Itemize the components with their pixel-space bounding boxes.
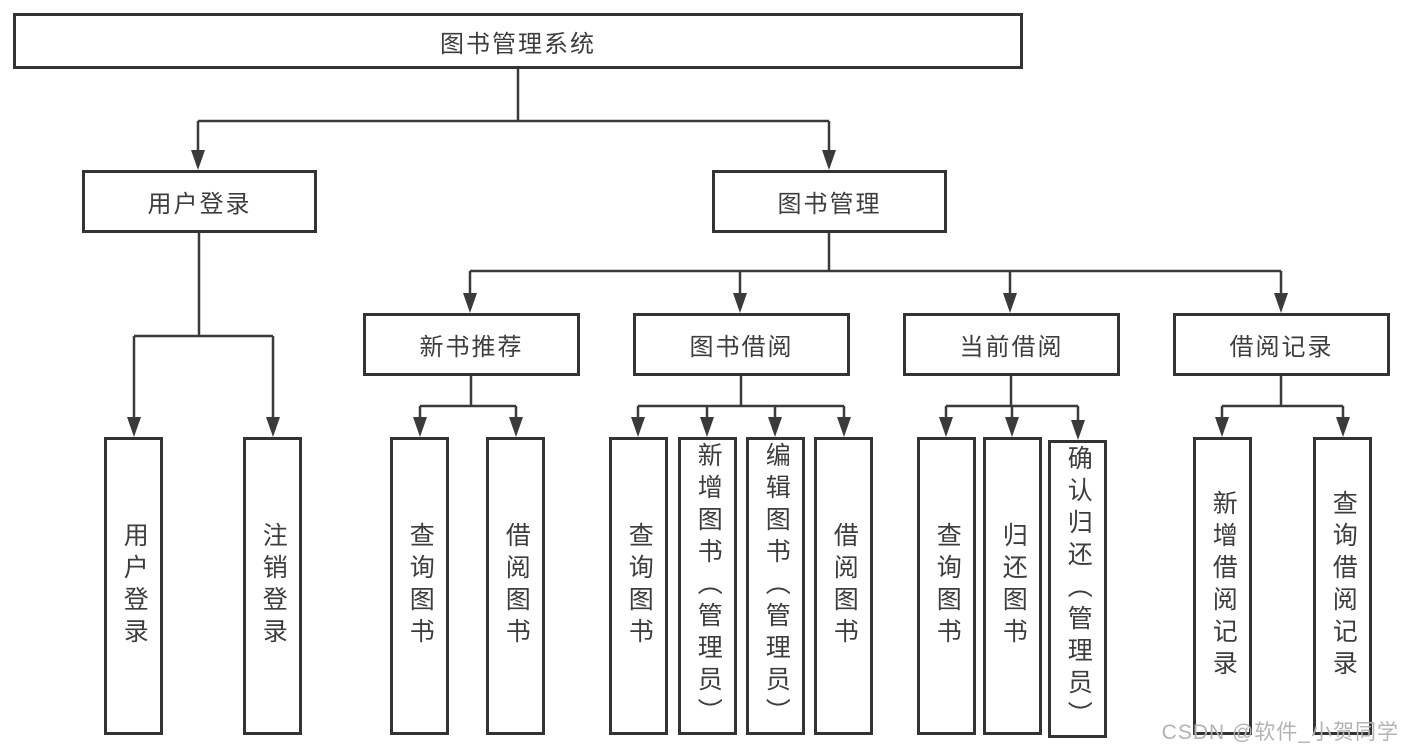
leaf-label: 用户登录 [120,522,149,650]
leaf-label: 查询图书 [933,522,962,650]
connector-borrow-records-to-leaves [1215,376,1350,437]
connector-book-management-to-level3 [463,233,1288,313]
connector-user-login-to-leaves [127,233,280,437]
arrow-down-icon [1005,417,1019,437]
connector-current-borrowing-to-leaves [939,376,1085,440]
node-label: 图书管理系统 [440,30,596,58]
node-label: 用户登录 [147,191,252,218]
arrow-down-icon [939,417,953,437]
arrow-down-icon [631,417,645,437]
leaf-confirm-return-admin: 确认归还（管理员） [1048,440,1107,738]
leaf-logout: 注销登录 [243,437,302,735]
arrow-down-icon [1003,293,1017,313]
node-borrow-records: 借阅记录 [1173,313,1390,376]
arrow-down-icon [509,417,523,437]
leaf-edit-book-admin: 编辑图书（管理员） [746,437,805,735]
connector-root-to-level2 [191,69,836,170]
leaf-label: 归还图书 [999,522,1028,650]
arrow-down-icon [1336,417,1350,437]
leaf-label: 确认归还（管理员） [1064,445,1093,733]
leaf-user-login: 用户登录 [104,437,163,735]
arrow-down-icon [413,417,427,437]
arrow-down-icon [1215,417,1229,437]
leaf-label: 新增借阅记录 [1209,490,1238,682]
node-label: 图书管理 [777,191,882,218]
arrow-down-icon [1071,420,1085,440]
leaf-return-book: 归还图书 [983,437,1042,735]
node-new-book-recommend: 新书推荐 [363,313,580,376]
leaf-label: 查询图书 [406,522,435,650]
leaf-query-books-borrowing: 查询图书 [609,437,668,735]
node-current-borrowing: 当前借阅 [903,313,1120,376]
arrow-down-icon [733,293,747,313]
connector-new-book-to-leaves [413,376,523,437]
leaf-label: 查询借阅记录 [1329,490,1358,682]
arrow-down-icon [127,417,141,437]
leaf-query-borrow-record: 查询借阅记录 [1313,437,1372,735]
arrow-down-icon [1274,293,1288,313]
leaf-label: 编辑图书（管理员） [762,442,791,730]
watermark: CSDN @软件_小贺同学 [1161,721,1399,744]
leaf-label: 借阅图书 [830,522,859,650]
leaf-query-books-current: 查询图书 [917,437,976,735]
leaf-borrow-books-recommend: 借阅图书 [486,437,545,735]
node-user-login: 用户登录 [82,170,317,233]
node-label: 借阅记录 [1229,334,1334,361]
leaf-add-book-admin: 新增图书（管理员） [678,437,737,735]
node-book-borrowing: 图书借阅 [633,313,850,376]
arrow-down-icon [822,150,836,170]
arrow-down-icon [463,293,477,313]
leaf-label: 新增图书（管理员） [694,442,723,730]
node-label: 新书推荐 [419,334,524,361]
node-book-management: 图书管理 [712,170,947,233]
arrow-down-icon [837,417,851,437]
leaf-label: 查询图书 [625,522,654,650]
arrow-down-icon [266,417,280,437]
arrow-down-icon [191,150,205,170]
node-label: 当前借阅 [959,334,1064,361]
leaf-borrow-books: 借阅图书 [814,437,873,735]
leaf-label: 注销登录 [259,522,288,650]
node-library-management-system: 图书管理系统 [13,13,1023,69]
connector-book-borrowing-to-leaves [631,376,851,437]
arrow-down-icon [768,417,782,437]
node-label: 图书借阅 [689,334,794,361]
leaf-label: 借阅图书 [502,522,531,650]
arrow-down-icon [700,417,714,437]
leaf-add-borrow-record: 新增借阅记录 [1193,437,1252,735]
leaf-query-books-recommend: 查询图书 [390,437,449,735]
